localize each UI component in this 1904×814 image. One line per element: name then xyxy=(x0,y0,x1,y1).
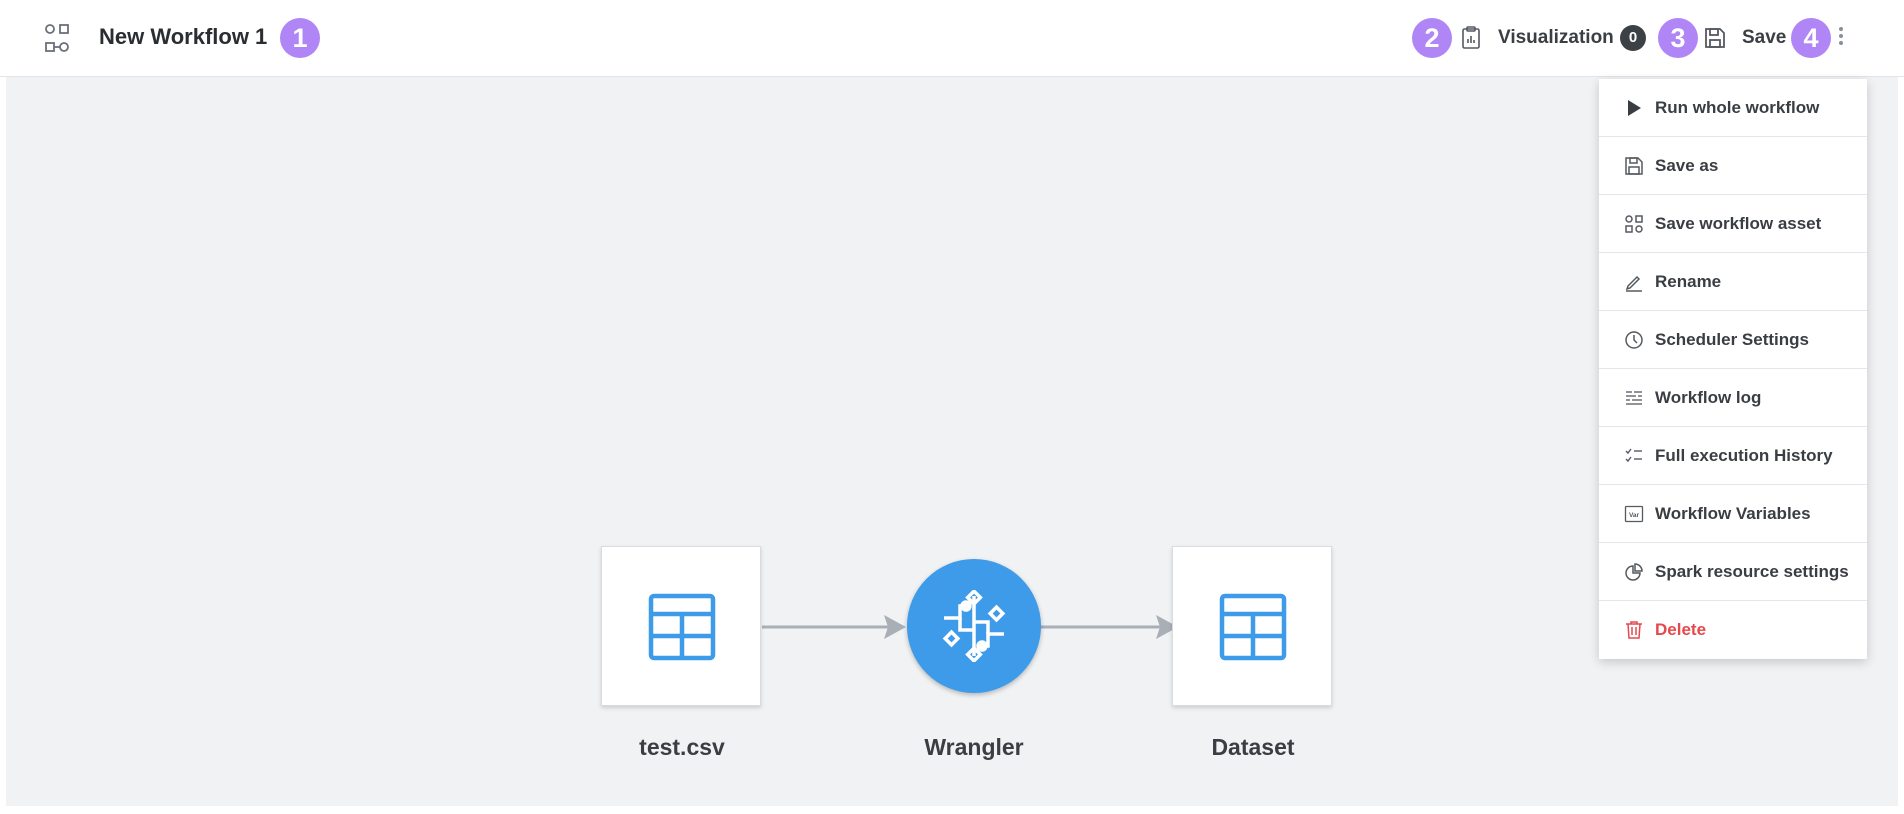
workflow-icon xyxy=(45,24,69,52)
menu-item-spark-resource-settings[interactable]: Spark resource settings xyxy=(1599,543,1867,601)
menu-item-save-as[interactable]: Save as xyxy=(1599,137,1867,195)
step-badge-2: 2 xyxy=(1412,18,1452,58)
workflow-options-menu: Run whole workflow Save as Save workflow… xyxy=(1599,79,1867,659)
menu-item-label: Workflow Variables xyxy=(1655,503,1811,523)
clock-icon xyxy=(1623,329,1645,351)
node-label-test-csv: test.csv xyxy=(639,734,725,760)
pie-chart-icon xyxy=(1623,561,1645,583)
kebab-dot xyxy=(1839,27,1843,31)
menu-item-label: Run whole workflow xyxy=(1655,97,1820,117)
checklist-icon xyxy=(1623,445,1645,467)
save-label: Save xyxy=(1742,27,1787,48)
node-wrangler[interactable] xyxy=(907,559,1041,693)
menu-item-label: Scheduler Settings xyxy=(1655,329,1809,349)
menu-item-delete[interactable]: Delete xyxy=(1599,601,1867,659)
more-options-button[interactable] xyxy=(1836,24,1846,52)
save-button[interactable]: Save xyxy=(1702,20,1786,56)
visualization-label: Visualization xyxy=(1498,27,1614,48)
trash-icon xyxy=(1623,619,1645,641)
step-badge-3: 3 xyxy=(1658,18,1698,58)
page-title: New Workflow 1 xyxy=(99,24,268,49)
node-label-dataset: Dataset xyxy=(1211,734,1295,760)
menu-item-label: Delete xyxy=(1655,620,1707,639)
visualization-count-badge: 0 xyxy=(1620,25,1646,51)
pencil-icon xyxy=(1623,271,1645,293)
step-badge-4: 4 xyxy=(1791,18,1831,58)
menu-item-scheduler-settings[interactable]: Scheduler Settings xyxy=(1599,311,1867,369)
menu-item-save-workflow-asset[interactable]: Save workflow asset xyxy=(1599,195,1867,253)
floppy-icon xyxy=(1705,28,1725,48)
menu-item-run-whole-workflow[interactable]: Run whole workflow xyxy=(1599,79,1867,137)
menu-item-label: Save as xyxy=(1655,155,1719,175)
floppy-icon xyxy=(1623,155,1645,177)
menu-item-label: Save workflow asset xyxy=(1655,213,1822,233)
node-label-wrangler: Wrangler xyxy=(924,734,1024,760)
wrangler-circuit-icon xyxy=(942,590,1006,662)
menu-item-label: Rename xyxy=(1655,271,1722,291)
menu-item-label: Workflow log xyxy=(1655,387,1762,407)
workflow-asset-icon xyxy=(1623,213,1645,235)
workflow-header: New Workflow 1 1 2 Visualization 0 3 Sav… xyxy=(0,0,1904,77)
menu-item-rename[interactable]: Rename xyxy=(1599,253,1867,311)
step-badge-1: 1 xyxy=(280,18,320,58)
visualization-button[interactable]: Visualization xyxy=(1458,20,1614,56)
table-icon xyxy=(1219,593,1287,661)
kebab-dot xyxy=(1839,41,1843,45)
menu-item-workflow-log[interactable]: Workflow log xyxy=(1599,369,1867,427)
kebab-dot xyxy=(1839,34,1843,38)
svg-text:Var: Var xyxy=(1629,512,1640,519)
menu-item-label: Full execution History xyxy=(1655,445,1833,465)
menu-item-workflow-variables[interactable]: Var Workflow Variables xyxy=(1599,485,1867,543)
table-icon xyxy=(648,593,716,661)
menu-item-full-execution-history[interactable]: Full execution History xyxy=(1599,427,1867,485)
node-test-csv[interactable] xyxy=(601,546,761,706)
play-icon xyxy=(1623,97,1645,119)
clipboard-chart-icon xyxy=(1462,26,1480,49)
menu-item-label: Spark resource settings xyxy=(1655,561,1849,581)
node-dataset[interactable] xyxy=(1172,546,1332,706)
var-icon: Var xyxy=(1623,503,1645,525)
log-lines-icon xyxy=(1623,387,1645,409)
